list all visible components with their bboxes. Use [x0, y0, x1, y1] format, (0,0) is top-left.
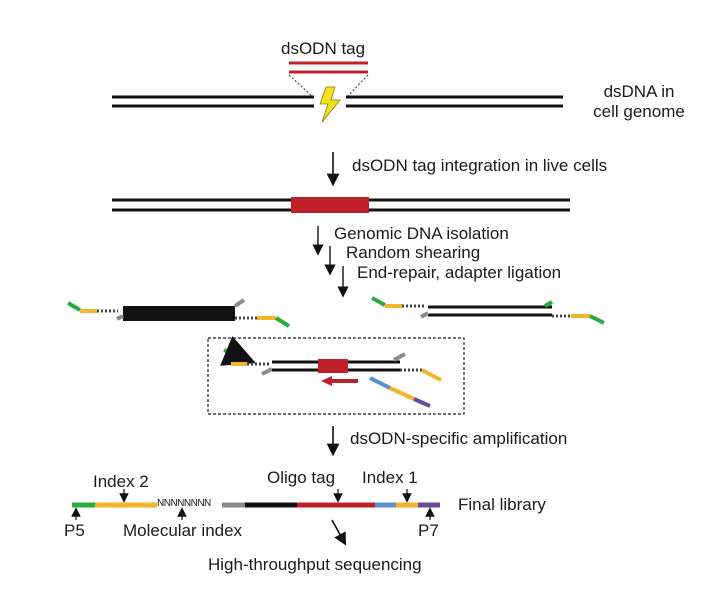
amplification-detail: [220, 336, 442, 408]
integrated-dsdna: [112, 197, 570, 213]
umi-sequence: NNNNNNNN: [157, 498, 211, 509]
step-amplification-label: dsODN-specific amplification: [350, 429, 568, 448]
sequencing-arrow: [331, 519, 347, 546]
genome-label-line2: cell genome: [593, 102, 685, 121]
step-shearing-label: Random shearing: [346, 243, 481, 262]
oligo-tag-label: Oligo tag: [267, 468, 336, 487]
p7-label: P7: [418, 521, 439, 540]
molecular-index-label: Molecular index: [123, 521, 243, 540]
index2-label: Index 2: [93, 472, 149, 491]
step-ligation-label: End-repair, adapter ligation: [357, 263, 562, 282]
step-isolation-label: Genomic DNA isolation: [334, 224, 509, 243]
tag-insertion-guides: [288, 74, 369, 99]
p5-label: P5: [64, 521, 85, 540]
library-pointer-ticks: [71, 489, 435, 520]
amplification-box: [207, 337, 465, 415]
step-integration-label: dsODN tag integration in live cells: [352, 156, 608, 175]
fragment-left: [66, 298, 291, 328]
index1-label: Index 1: [362, 468, 418, 487]
dsodn-tag: [289, 61, 368, 74]
fragment-right: [371, 296, 605, 325]
genome-label-line1: dsDNA in: [603, 82, 675, 101]
lightning-bolt-icon: [319, 86, 341, 123]
sequencing-label: High-throughput sequencing: [208, 555, 422, 574]
genome-dsdna: [112, 95, 563, 108]
final-library-label: Final library: [458, 495, 546, 514]
dsodn-tag-label: dsODN tag: [281, 39, 366, 58]
